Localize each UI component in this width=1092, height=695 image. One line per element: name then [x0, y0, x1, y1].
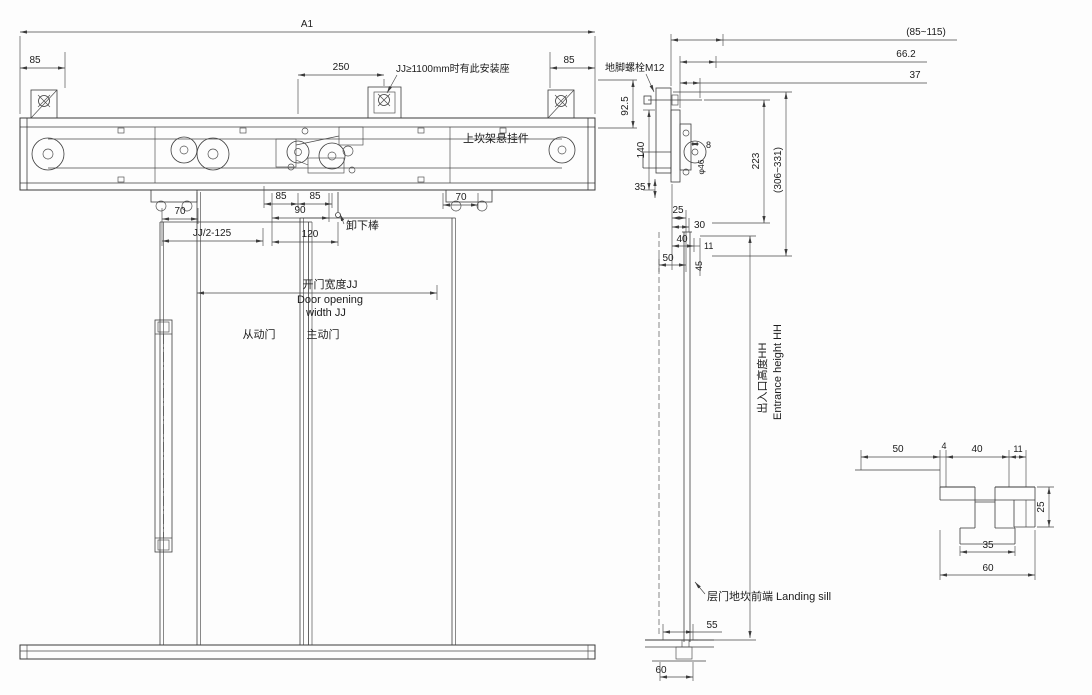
pulley — [170, 136, 198, 164]
dim-a1: A1 — [301, 19, 314, 30]
dim-45: 45 — [694, 261, 704, 271]
dim-250: 250 — [333, 62, 350, 73]
section-view: (85~115) 66.2 37 地脚螺栓M12 140 8 φ46 223 — [605, 27, 957, 681]
dim-40: 40 — [676, 234, 688, 245]
label-header-hanger: 上坎架悬挂件 — [463, 131, 529, 145]
label-door-width-en2: width JJ — [305, 307, 346, 319]
door-vane-assembly — [154, 319, 173, 553]
drive-mechanism — [275, 126, 364, 174]
main-dimensions: A1 85 85 250 JJ≥1100mm时有此安装座 92.5 上坎架悬挂件… — [19, 19, 637, 341]
dim-66-2: 66.2 — [896, 49, 916, 60]
dim-35: 35 — [634, 182, 646, 193]
label-active-door: 主动门 — [307, 327, 340, 341]
dim-306-331: (306~331) — [773, 147, 784, 193]
track-section — [670, 109, 707, 183]
dim-37: 37 — [909, 70, 921, 81]
dim-85-left: 85 — [29, 55, 41, 66]
pulley — [318, 142, 346, 170]
dim-90: 90 — [294, 205, 306, 216]
label-entrance-height-en: Entrance height HH — [772, 324, 784, 420]
dim-55: 55 — [706, 620, 718, 631]
dim-92-5: 92.5 — [620, 96, 631, 116]
detail-dim-4: 4 — [941, 441, 946, 451]
dim-8: 8 — [706, 140, 711, 150]
detail-dim-50: 50 — [892, 444, 904, 455]
detail-dimensions: 50 4 40 11 25 35 60 — [860, 441, 1054, 580]
dim-120: 120 — [302, 229, 319, 240]
pulley-left — [31, 137, 65, 171]
dim-phi46: φ46 — [696, 159, 706, 174]
note-jj1100: JJ≥1100mm时有此安装座 — [396, 62, 510, 75]
dim-50: 50 — [662, 253, 674, 264]
label-driven-door: 从动门 — [243, 327, 276, 341]
dim-85-right: 85 — [563, 55, 575, 66]
main-front-view: A1 85 85 250 JJ≥1100mm时有此安装座 92.5 上坎架悬挂件… — [19, 19, 637, 660]
dim-223: 223 — [751, 152, 762, 169]
sill-strip — [19, 644, 596, 660]
label-landing-sill: 层门地坎前端 Landing sill — [707, 589, 831, 603]
dim-85-115: (85~115) — [906, 27, 946, 38]
beam-bolts — [117, 127, 507, 183]
detail-dim-60: 60 — [982, 563, 994, 574]
dim-85-a: 85 — [275, 191, 287, 202]
wall-lintel — [642, 87, 672, 174]
dim-30: 30 — [694, 220, 706, 231]
label-anchor-bolt: 地脚螺栓M12 — [605, 61, 665, 74]
pulley — [286, 140, 310, 164]
dim-11: 11 — [704, 241, 713, 251]
dim-70-left: 70 — [174, 206, 186, 217]
detail-dim-35: 35 — [982, 540, 994, 551]
section-dimensions: (85~115) 66.2 37 地脚螺栓M12 140 8 φ46 223 — [605, 27, 957, 681]
dim-jj2-125: JJ/2-125 — [193, 228, 232, 239]
pulley — [196, 137, 230, 171]
detail-dim-11: 11 — [1013, 444, 1022, 454]
mounting-bracket-left — [30, 89, 58, 119]
pulleys — [31, 136, 576, 171]
label-removal-rod: 卸下棒 — [346, 218, 379, 232]
mounting-bracket-center — [367, 86, 402, 119]
sill-section — [645, 639, 714, 662]
label-door-width-en1: Door opening — [297, 294, 363, 306]
anchor-bolt — [643, 94, 702, 106]
dim-25: 25 — [672, 205, 684, 216]
door-panel-section — [658, 231, 692, 642]
sill-profile-detail: 50 4 40 11 25 35 60 — [855, 441, 1054, 580]
label-entrance-height-cn: 出入口高度HH — [755, 343, 769, 414]
mounting-bracket-right — [547, 89, 575, 119]
detail-dim-25: 25 — [1036, 501, 1047, 513]
door-hanger-right — [445, 189, 493, 212]
pulley-right — [548, 136, 576, 164]
roller-section — [683, 140, 707, 164]
door-panels — [159, 192, 456, 645]
label-door-width-cn: 开门宽度JJ — [303, 277, 358, 291]
dim-85-b: 85 — [309, 191, 321, 202]
dim-140: 140 — [636, 141, 647, 158]
removal-rod — [335, 192, 341, 218]
dim-60: 60 — [655, 665, 667, 676]
detail-dim-40: 40 — [971, 444, 983, 455]
door-operator-beam — [19, 117, 596, 191]
sill-profile-outline — [939, 486, 1036, 545]
dim-70-right: 70 — [455, 192, 467, 203]
